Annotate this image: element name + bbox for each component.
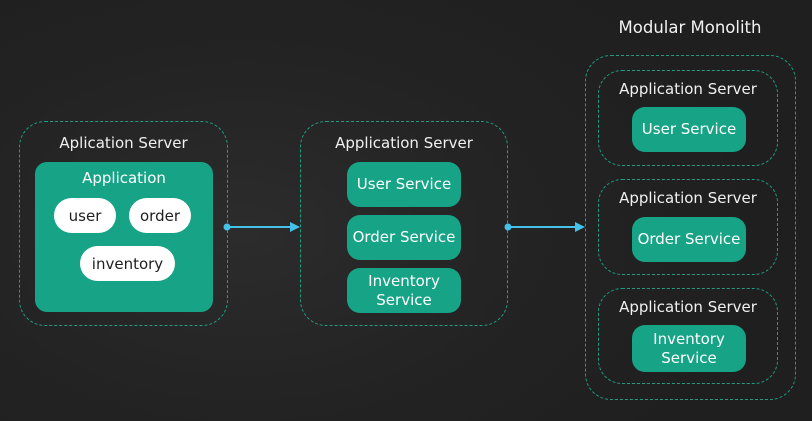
stage3-server-2: Application Server xyxy=(598,179,778,275)
stage2-inventory-service: Inventory Service xyxy=(347,268,461,313)
stage3-server-3: Application Server xyxy=(598,288,778,384)
module-user: user xyxy=(54,198,116,233)
module-order: order xyxy=(129,198,191,233)
stage1-server-container: Aplication Server xyxy=(19,121,228,326)
stage3-server-1: Application Server xyxy=(598,70,778,166)
application-label: Application xyxy=(82,169,166,187)
stage2-server-label: Application Server xyxy=(335,134,473,152)
diagram-title: Modular Monolith xyxy=(618,18,762,37)
stage3-inventory-service: Inventory Service xyxy=(632,325,746,372)
stage3-user-service-label: User Service xyxy=(641,120,737,138)
stage3-user-service: User Service xyxy=(632,107,746,152)
stage3-order-service: Order Service xyxy=(632,217,746,262)
stage2-user-service-label: User Service xyxy=(356,175,452,193)
arrow-stage2-to-stage3 xyxy=(504,222,585,232)
stage3-inventory-service-label: Inventory Service xyxy=(653,329,725,367)
stage3-server-2-label: Application Server xyxy=(619,189,757,207)
stage2-user-service: User Service xyxy=(347,162,461,207)
stage2-order-service: Order Service xyxy=(347,215,461,260)
module-inventory: inventory xyxy=(80,246,175,281)
stage2-order-service-label: Order Service xyxy=(352,228,456,246)
stage2-inventory-service-label: Inventory Service xyxy=(368,271,440,309)
stage3-server-1-label: Application Server xyxy=(619,80,757,98)
stage3-order-service-label: Order Service xyxy=(637,230,741,248)
stage1-server-label: Aplication Server xyxy=(59,134,188,152)
stage2-server-container: Application Server xyxy=(300,121,508,326)
stage3-server-3-label: Application Server xyxy=(619,298,757,316)
arrow-stage1-to-stage2 xyxy=(223,222,300,232)
application-box: Application xyxy=(35,162,213,312)
stage3-outer-container xyxy=(585,55,796,400)
